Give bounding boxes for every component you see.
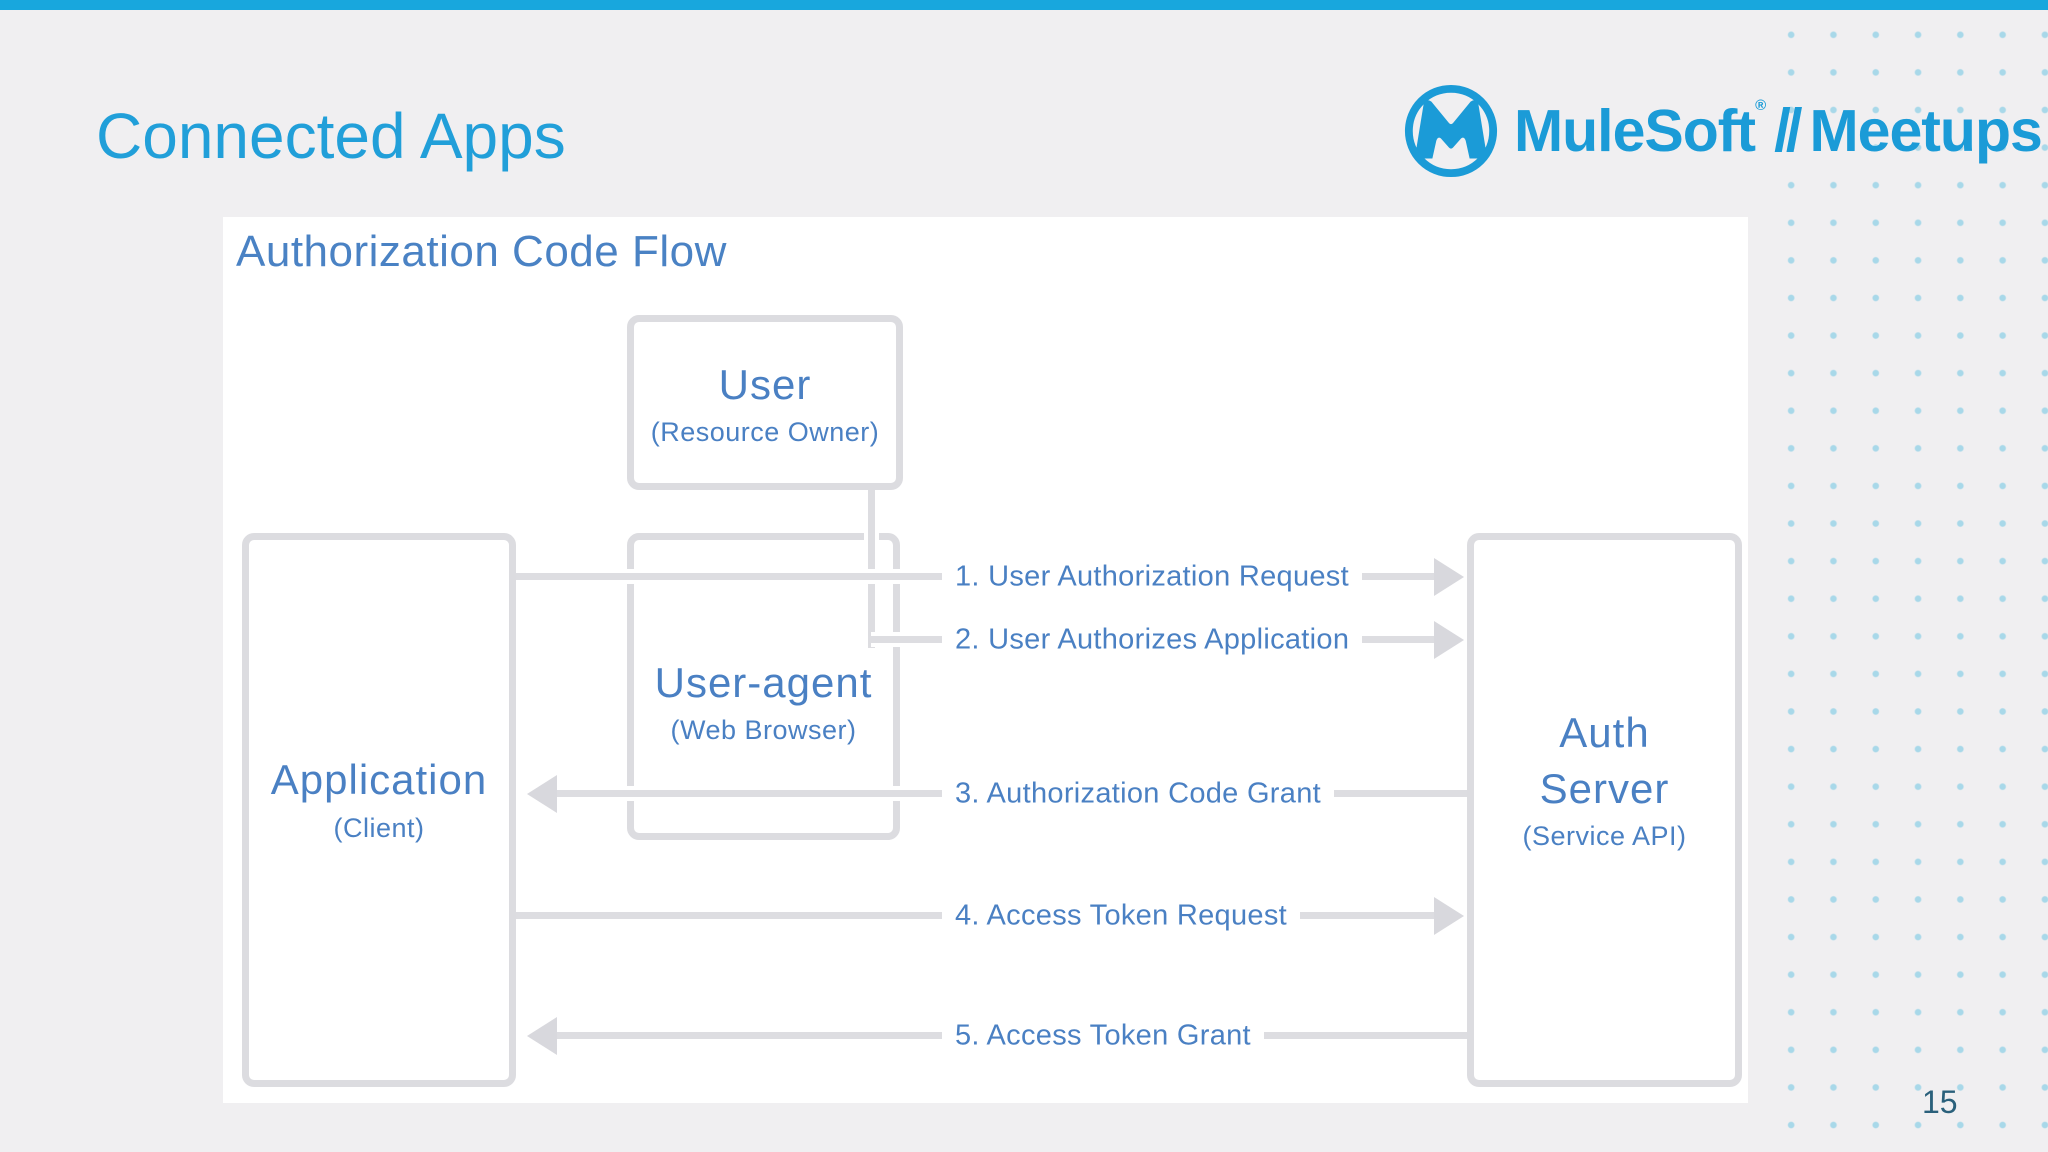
logo-product-text: Meetups bbox=[1809, 97, 2043, 164]
node-auth-server: Auth Server (Service API) bbox=[1467, 533, 1742, 1087]
flow-arrow-2: 2. User Authorizes Application bbox=[871, 620, 1464, 659]
page-number: 15 bbox=[1922, 1084, 1958, 1120]
mulesoft-meetups-logo: MuleSoft ® // Meetups bbox=[1402, 82, 2043, 180]
flow-arrow-4: 4. Access Token Request bbox=[516, 896, 1464, 935]
node-application-sublabel: (Client) bbox=[333, 812, 425, 843]
registered-mark: ® bbox=[1755, 97, 1767, 114]
flow-arrow-1-label: 1. User Authorization Request bbox=[942, 558, 1362, 595]
logo-slashes: // bbox=[1774, 97, 1802, 164]
top-accent-bar bbox=[0, 0, 2048, 10]
node-auth-server-label-line2: Server bbox=[1539, 764, 1670, 812]
flow-arrow-4-label: 4. Access Token Request bbox=[942, 897, 1301, 934]
node-application: Application (Client) bbox=[242, 533, 516, 1087]
flow-arrow-5: 5. Access Token Grant bbox=[527, 1016, 1467, 1055]
page-title: Connected Apps bbox=[96, 100, 566, 172]
arrowhead-right-icon bbox=[1434, 896, 1464, 935]
node-user-sublabel: (Resource Owner) bbox=[650, 417, 880, 448]
node-auth-server-sublabel: (Service API) bbox=[1522, 821, 1687, 852]
arrowhead-left-icon bbox=[527, 1016, 557, 1055]
dot-pattern-decoration bbox=[1764, 14, 2048, 1152]
node-user-agent-label: User-agent bbox=[654, 658, 873, 706]
mulesoft-m-logo-icon bbox=[1404, 84, 1498, 178]
diagram-title: Authorization Code Flow bbox=[236, 227, 727, 276]
flow-arrow-1: 1. User Authorization Request bbox=[516, 557, 1464, 596]
flow-arrow-3: 3. Authorization Code Grant bbox=[527, 774, 1467, 813]
arrowhead-left-icon bbox=[527, 774, 557, 813]
arrowhead-right-icon bbox=[1434, 557, 1464, 596]
flow-arrow-3-label: 3. Authorization Code Grant bbox=[942, 775, 1334, 812]
node-user-label: User bbox=[718, 360, 812, 408]
flow-arrow-5-label: 5. Access Token Grant bbox=[942, 1017, 1264, 1054]
node-user: User (Resource Owner) bbox=[627, 315, 903, 490]
arrowhead-right-icon bbox=[1434, 620, 1464, 659]
node-auth-server-label-line1: Auth bbox=[1559, 709, 1650, 757]
node-user-agent-sublabel: (Web Browser) bbox=[670, 715, 857, 746]
node-application-label: Application bbox=[270, 756, 488, 804]
flow-arrow-2-label: 2. User Authorizes Application bbox=[942, 621, 1363, 658]
logo-brand-text: MuleSoft bbox=[1514, 97, 1756, 164]
